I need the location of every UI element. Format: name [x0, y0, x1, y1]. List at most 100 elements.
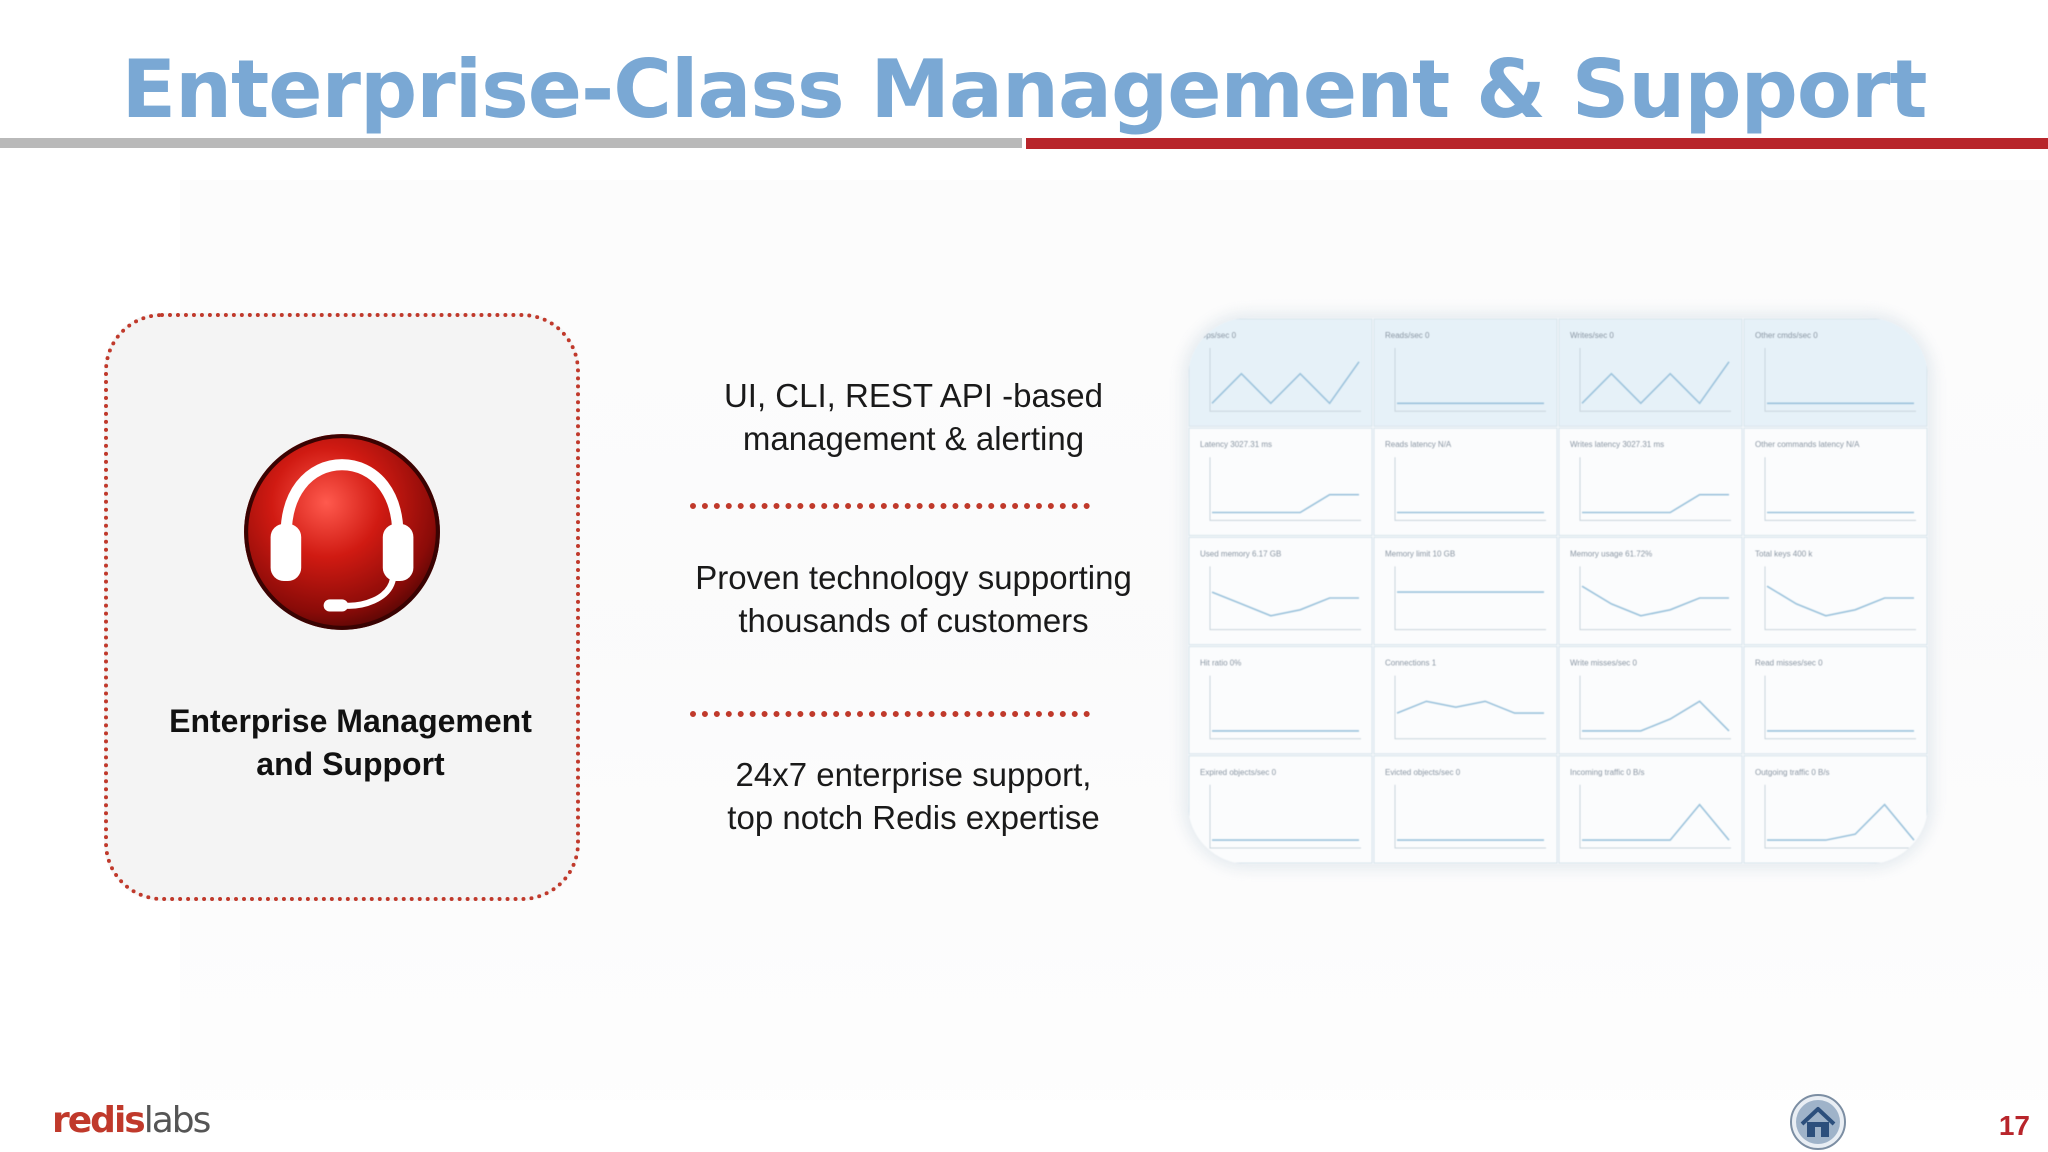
dashboard-panel-title: Outgoing traffic 0 B/s — [1755, 768, 1830, 777]
dashboard-panel: Outgoing traffic 0 B/s — [1743, 755, 1928, 864]
dashboard-panel-axes — [1209, 457, 1361, 521]
dashboard-panel-line — [1211, 361, 1360, 405]
headset-icon — [244, 434, 440, 630]
title-rule-red — [1026, 138, 2048, 149]
card-label-line2: and Support — [256, 746, 445, 782]
point-proven: Proven technology supporting thousands o… — [665, 556, 1162, 642]
dashboard-panel-title: Read misses/sec 0 — [1755, 659, 1823, 668]
dashboard-panel-line — [1582, 700, 1730, 732]
dashboard-panel-axes — [1764, 457, 1916, 521]
dashboard-panel-title: Hit ratio 0% — [1200, 659, 1241, 668]
dashboard-panel-title: Reads latency N/A — [1385, 440, 1452, 449]
slide-title: Enterprise-Class Management & Support — [121, 43, 1927, 136]
dashboard-panel-title: Evicted objects/sec 0 — [1385, 768, 1461, 777]
dashboard-panel-axes — [1764, 348, 1916, 412]
dashboard-panel: Total keys 400 k — [1743, 536, 1928, 646]
dashboard-panel: Writes/sec 0 — [1558, 318, 1743, 427]
point-line: Proven technology supporting — [695, 559, 1132, 596]
dotted-divider — [690, 503, 1090, 509]
point-line: thousands of customers — [738, 602, 1089, 639]
title-rule-grey — [0, 138, 1022, 148]
dashboard-panel-title: Latency 3027.31 ms — [1200, 440, 1272, 449]
dashboard-panel-bg — [1558, 318, 1743, 427]
dashboard-panel-bg — [1373, 427, 1558, 536]
dashboard-panel-axes — [1394, 348, 1546, 412]
dashboard-panel-axes — [1209, 784, 1361, 849]
dashboard-panel-axes — [1579, 675, 1731, 740]
dashboard-panel: Ops/sec 0 — [1188, 318, 1373, 427]
home-icon[interactable] — [1788, 1092, 1848, 1152]
dashboard-panel-title: Other cmds/sec 0 — [1755, 331, 1818, 340]
dashboard-panel: Other cmds/sec 0 — [1743, 318, 1928, 427]
redislabs-logo: redislabs — [52, 1100, 211, 1141]
dashboard-panel-axes — [1394, 675, 1546, 740]
point-line: management & alerting — [742, 420, 1085, 457]
page-number: 17 — [1998, 1110, 2030, 1141]
dashboard-panel: Memory limit 10 GB — [1373, 536, 1558, 646]
dashboard-panel-title: Memory limit 10 GB — [1385, 549, 1455, 558]
dashboard-panel-bg — [1188, 427, 1373, 536]
dotted-divider — [690, 711, 1090, 717]
dashboard-panel: Write misses/sec 0 — [1558, 646, 1743, 755]
dashboard-panel: Latency 3027.31 ms — [1188, 427, 1373, 536]
dashboard-panel-bg — [1743, 427, 1928, 536]
dashboard-panel-title: Incoming traffic 0 B/s — [1570, 768, 1645, 777]
dashboard-panel-bg — [1558, 427, 1743, 536]
dashboard-panel-axes — [1579, 566, 1731, 631]
dashboard-panel-bg — [1373, 318, 1558, 427]
point-support: 24x7 enterprise support, top notch Redis… — [665, 753, 1162, 839]
dashboard-panel-bg — [1188, 318, 1373, 427]
dashboard-panel-axes — [1394, 457, 1546, 521]
dashboard-panel-axes — [1209, 348, 1361, 412]
dashboard-panel-bg — [1373, 536, 1558, 646]
dashboard-panel-bg — [1743, 646, 1928, 755]
card-label: Enterprise Management and Support — [104, 700, 597, 786]
dashboard-panel-bg — [1188, 646, 1373, 755]
dashboard-panel: Reads/sec 0 — [1373, 318, 1558, 427]
dashboard-panel-axes — [1394, 566, 1546, 631]
dashboard-panel-line — [1582, 493, 1729, 514]
dashboard-panel-axes — [1764, 675, 1916, 740]
dashboard-panel: Other commands latency N/A — [1743, 427, 1928, 536]
dashboard-panel-axes — [1579, 457, 1731, 521]
point-line: 24x7 enterprise support, — [735, 756, 1092, 793]
dashboard-panel-title: Ops/sec 0 — [1200, 331, 1237, 340]
dashboard-panel-bg — [1188, 536, 1373, 646]
dashboard-panel: Expired objects/sec 0 — [1188, 755, 1373, 864]
dashboard-panel: Evicted objects/sec 0 — [1373, 755, 1558, 864]
point-line: UI, CLI, REST API -based — [723, 377, 1104, 414]
dashboard-panel-title: Write misses/sec 0 — [1570, 659, 1638, 668]
dashboard-panel: Used memory 6.17 GB — [1188, 536, 1373, 646]
dashboard-panel-line — [1581, 585, 1729, 617]
dashboard-panel: Incoming traffic 0 B/s — [1558, 755, 1743, 864]
dashboard-panel-bg — [1373, 755, 1558, 864]
dashboard-panel-title: Used memory 6.17 GB — [1200, 549, 1281, 558]
dashboard-panel-title: Writes latency 3027.31 ms — [1570, 440, 1664, 449]
dashboard-panel-title: Writes/sec 0 — [1570, 331, 1614, 340]
dashboard-panel: Memory usage 61.72% — [1558, 536, 1743, 646]
dashboard-screenshot: Ops/sec 0 Reads/sec 0 Writes/sec 0 Other cm… — [1188, 318, 1928, 864]
dashboard-panel-line — [1212, 493, 1359, 514]
dashboard-panel-title: Other commands latency N/A — [1755, 440, 1860, 449]
dashboard-panel-axes — [1209, 566, 1361, 631]
dashboard-panel-axes — [1579, 348, 1731, 412]
dashboard-panel-axes — [1579, 784, 1731, 849]
dashboard-panel-title: Expired objects/sec 0 — [1200, 768, 1277, 777]
dashboard-panel-bg — [1558, 646, 1743, 755]
dashboard-panel-bg — [1188, 755, 1373, 864]
dashboard-panel: Reads latency N/A — [1373, 427, 1558, 536]
dashboard-panel-title: Memory usage 61.72% — [1570, 549, 1652, 558]
dashboard-panel-line — [1211, 591, 1359, 617]
dashboard-panel-line — [1767, 803, 1915, 841]
dashboard-panel: Hit ratio 0% — [1188, 646, 1373, 755]
dashboard-panel: Read misses/sec 0 — [1743, 646, 1928, 755]
dashboard-panel-line — [1582, 803, 1730, 841]
dashboard-panel-title: Reads/sec 0 — [1385, 331, 1430, 340]
dashboard-panel-axes — [1764, 566, 1916, 631]
dashboard-grid: Ops/sec 0 Reads/sec 0 Writes/sec 0 Other cm… — [1188, 318, 1928, 864]
dashboard-panel-axes — [1764, 784, 1916, 849]
dashboard-panel: Writes latency 3027.31 ms — [1558, 427, 1743, 536]
point-line: top notch Redis expertise — [727, 799, 1100, 836]
dashboard-panel-title: Total keys 400 k — [1755, 549, 1813, 558]
dashboard-panel-axes — [1209, 675, 1361, 740]
